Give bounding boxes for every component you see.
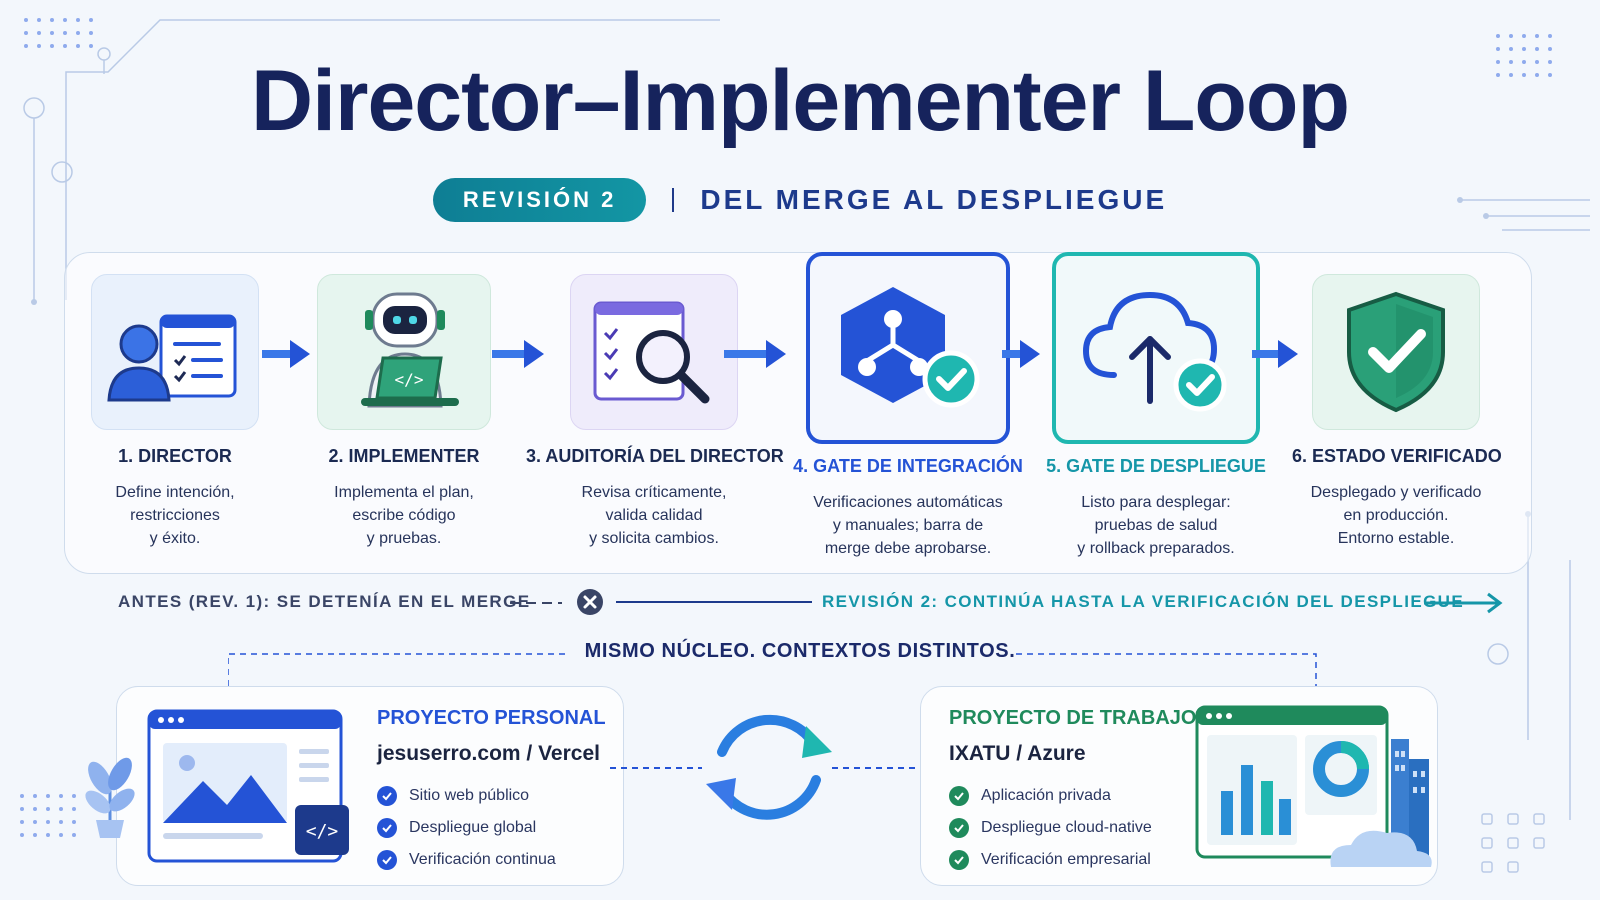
step-auditoria-tile [570, 274, 738, 430]
shield-check-icon [1347, 291, 1445, 413]
list-item: Aplicación privada [949, 780, 1196, 812]
subtitle-divider [672, 188, 675, 212]
check-circle-icon [949, 818, 969, 838]
progress-line [616, 601, 812, 603]
step-estado-verificado: 6. ESTADO VERIFICADO Desplegado y verifi… [1292, 274, 1502, 550]
robot-laptop-icon: </> [361, 292, 459, 408]
after-text: REVISIÓN 2: CONTINÚA HASTA LA VERIFICACI… [822, 592, 1465, 611]
step-auditoria-label: 3. AUDITORÍA DEL DIRECTOR [526, 446, 784, 466]
check-circle-icon [949, 850, 969, 870]
svg-text:</>: </> [395, 370, 424, 389]
step-gate-despliegue: 5. GATE DE DESPLIEGUE Listo para despleg… [1036, 252, 1276, 560]
arrow-right-icon [1002, 340, 1040, 368]
personal-project-card: </> PROYECTO PERSONAL jesuserro.com / Ve… [116, 686, 624, 886]
revision-badge: REVISIÓN 2 [432, 178, 647, 222]
core-bracket [228, 653, 1317, 686]
step-director-tile [91, 274, 259, 430]
step-implementer-tile: </> [317, 274, 491, 430]
director-icon [107, 314, 237, 402]
circuit-decoration-left [23, 19, 720, 305]
step-director-label: 1. DIRECTOR [118, 446, 232, 466]
comparison-row: ANTES (REV. 1): SE DETENÍA EN EL MERGE R… [0, 588, 1600, 616]
check-circle-icon [949, 786, 969, 806]
arrow-long-right-icon [1424, 592, 1503, 614]
core-title: MISMO NÚCLEO. CONTEXTOS DISTINTOS. [584, 640, 1016, 662]
dot-grid-bottom-left [20, 794, 76, 837]
svg-text:</>: </> [306, 821, 339, 842]
subtitle: DEL MERGE AL DESPLIEGUE [700, 184, 1168, 215]
website-illustration: </> [147, 709, 349, 863]
step-director: 1. DIRECTOR Define intención,restriccion… [82, 274, 268, 550]
check-circle-icon [377, 786, 397, 806]
list-item: Despliegue cloud-native [949, 812, 1196, 844]
sync-icon [610, 714, 920, 820]
step-gate-despliegue-label: 5. GATE DE DESPLIEGUE [1046, 456, 1266, 476]
list-item: Sitio web público [377, 780, 606, 812]
step-gate-integracion-tile [806, 252, 1010, 444]
audit-magnifier-icon [593, 301, 710, 404]
arrow-right-icon [262, 340, 310, 368]
step-estado-verificado-tile [1312, 274, 1480, 430]
step-gate-integracion-label: 4. GATE DE INTEGRACIÓN [793, 456, 1023, 476]
page-title: Director–Implementer Loop [251, 53, 1350, 149]
merge-gate-icon [841, 287, 980, 408]
arrow-right-icon [1252, 340, 1298, 368]
dashed-line [510, 602, 562, 604]
dashboard-illustration [1195, 705, 1432, 867]
loop-steps-panel [64, 252, 1532, 574]
work-project-subtitle: IXATU / Azure [949, 742, 1086, 765]
dot-grid-top-right [1496, 34, 1552, 77]
list-item: Verificación continua [377, 844, 606, 876]
list-item: Verificación empresarial [949, 844, 1196, 876]
step-estado-verificado-label: 6. ESTADO VERIFICADO [1292, 446, 1502, 466]
stop-x-icon [577, 589, 603, 615]
personal-project-list: Sitio web público Despliegue global Veri… [377, 780, 606, 876]
subtitle-row: REVISIÓN 2 DEL MERGE AL DESPLIEGUE [0, 178, 1600, 222]
personal-project-title: PROYECTO PERSONAL [377, 707, 606, 729]
work-project-list: Aplicación privada Despliegue cloud-nati… [949, 780, 1196, 876]
arrow-right-icon [724, 340, 786, 368]
list-item: Despliegue global [377, 812, 606, 844]
step-implementer-label: 2. IMPLEMENTER [328, 446, 480, 466]
step-auditoria: 3. AUDITORÍA DEL DIRECTOR Revisa crítica… [526, 274, 784, 550]
arrow-right-icon [492, 340, 544, 368]
dot-grid-top-left [24, 18, 93, 48]
step-gate-despliegue-tile [1052, 252, 1260, 444]
before-text: ANTES (REV. 1): SE DETENÍA EN EL MERGE [118, 592, 531, 611]
step-gate-integracion: 4. GATE DE INTEGRACIÓN Verificaciones au… [786, 252, 1030, 560]
work-project-title: PROYECTO DE TRABAJO [949, 707, 1197, 729]
check-circle-icon [377, 818, 397, 838]
plant-icon [85, 757, 135, 838]
cloud-upload-icon [1082, 291, 1227, 412]
step-implementer: </> 2. IMPLEMENTER Implementa el plan,es… [306, 274, 502, 550]
personal-project-subtitle: jesuserro.com / Vercel [377, 742, 600, 765]
check-circle-icon [377, 850, 397, 870]
work-project-card: PROYECTO DE TRABAJO IXATU / Azure Aplica… [920, 686, 1438, 886]
